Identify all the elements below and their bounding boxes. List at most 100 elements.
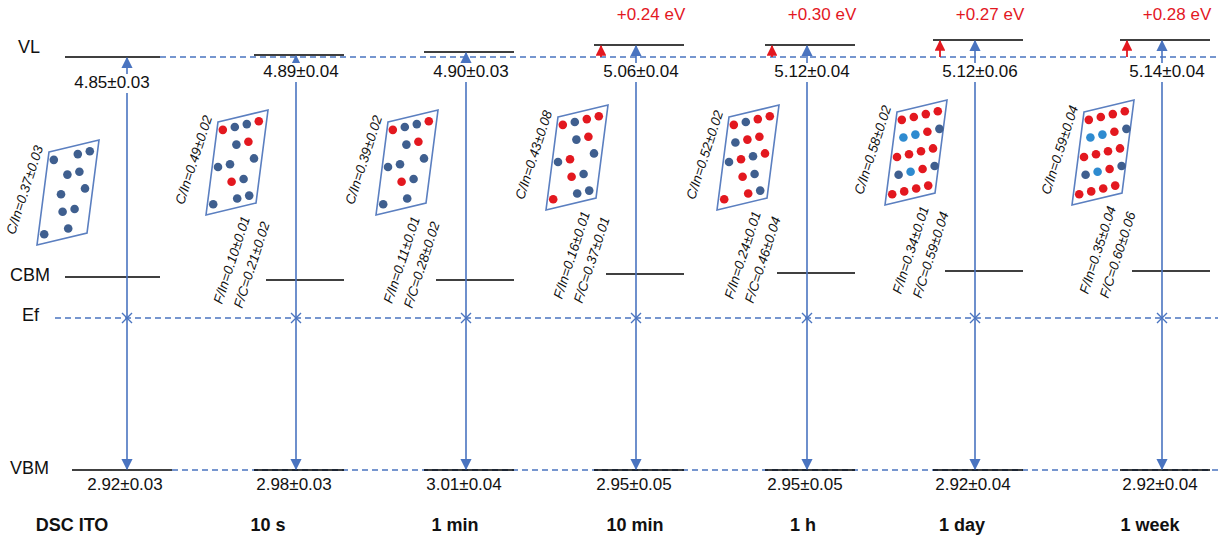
vbm-value: 2.92±0.03 [85,476,165,495]
atom-dot [590,149,599,158]
atom-dot [899,133,908,142]
surface-outline [717,105,779,210]
atom-dot [905,150,914,159]
atom-dot [425,117,434,126]
atom-dot [888,190,897,199]
atom-dot [766,112,775,121]
vbm-value: 2.95±0.05 [765,476,845,495]
atom-dot [595,112,604,121]
atom-dot [1075,190,1084,199]
shift-value: +0.27 eV [956,6,1025,25]
level-name: VBM [10,459,49,479]
sample-name: 10 s [250,516,285,536]
atom-dot [572,135,581,144]
work-function-arrow [974,41,976,469]
atom-dot [40,230,49,239]
work-function-arrow [126,58,128,469]
atom-dot [1099,184,1108,193]
atom-dot [1098,130,1107,139]
atom-dot [930,162,939,171]
atom-dot [573,189,582,198]
atom-dot [1117,162,1126,171]
fermi-cross-mark [970,313,980,323]
vacuum-level-value: 5.14±0.04 [1127,63,1207,82]
surface-outline [885,100,947,205]
surface-shape [204,110,270,215]
level-name: Ef [22,306,39,326]
atom-dot [74,150,83,159]
surface-outline [37,140,99,245]
atom-dot [214,163,223,172]
vacuum-level-reference [160,56,1218,57]
vacuum-level [254,54,344,56]
atom-dot [742,118,751,127]
cbm-level [436,279,514,281]
work-function-arrow [465,53,467,469]
atom-dot [1087,187,1096,196]
vacuum-level-value: 5.12±0.06 [940,63,1020,82]
vbm-level [72,469,172,471]
atom-dot [243,120,252,129]
surface-shape [715,105,781,210]
atom-dot [744,189,753,198]
surface-outline [376,110,438,215]
atom-dot [389,126,398,135]
sample-name: DSC ITO [36,516,109,536]
atom-dot [255,117,264,126]
atom-dot [566,155,575,164]
atom-dot [571,118,580,127]
vacuum-level [594,44,684,46]
atom-dot [756,186,765,195]
atom-dot [935,125,944,134]
vbm-level [1120,469,1210,471]
cbm-level [1132,270,1210,272]
atom-dot [397,178,406,187]
vacuum-level-value: 4.90±0.03 [431,63,511,82]
atom-dot [731,138,740,147]
atom-dot [239,175,248,184]
atom-dot [402,140,411,149]
cbm-level [65,276,160,278]
atom-dot [232,140,241,149]
atom-dot [64,224,73,233]
atom-dot [420,154,429,163]
atom-dot [384,163,393,172]
work-function-arrow [806,46,808,469]
surface-outline [546,105,608,210]
atom-dot [554,158,563,167]
atom-dot [227,178,236,187]
surface-shape [544,105,610,210]
atom-dot [70,205,79,214]
vacuum-level [933,39,1023,41]
surface-box: C/In=0.49±0.02F/In=0.10±0.01F/C=0.21±0.0… [204,110,270,215]
surface-outline [1072,100,1134,205]
atom-dot [906,168,915,177]
atom-dot [409,175,418,184]
atom-dot [720,195,729,204]
vacuum-level-value: 5.12±0.04 [772,63,852,82]
sample-name: 1 min [431,516,478,536]
atom-dot [1080,153,1089,162]
fermi-cross-mark [122,313,132,323]
surface-box: C/In=0.58±0.02F/In=0.34±0.01F/C=0.59±0.0… [883,100,949,205]
fermi-cross-mark [631,313,641,323]
atom-dot [583,115,592,124]
atom-dot [231,123,240,132]
fermi-cross-mark [461,313,471,323]
vacuum-level [65,56,160,58]
shift-value: +0.28 eV [1143,6,1212,25]
work-function-arrow [1161,41,1163,469]
vbm-level [594,469,684,471]
cbm-level [606,273,684,275]
cbm-level [777,272,855,274]
sample-name: 1 day [939,516,985,536]
atom-dot [923,127,932,136]
atom-dot [1085,116,1094,125]
atom-dot [403,194,412,203]
atom-dot [749,152,758,161]
atom-dot [894,170,903,179]
vbm-value: 2.95±0.05 [594,476,674,495]
atom-dot [737,155,746,164]
